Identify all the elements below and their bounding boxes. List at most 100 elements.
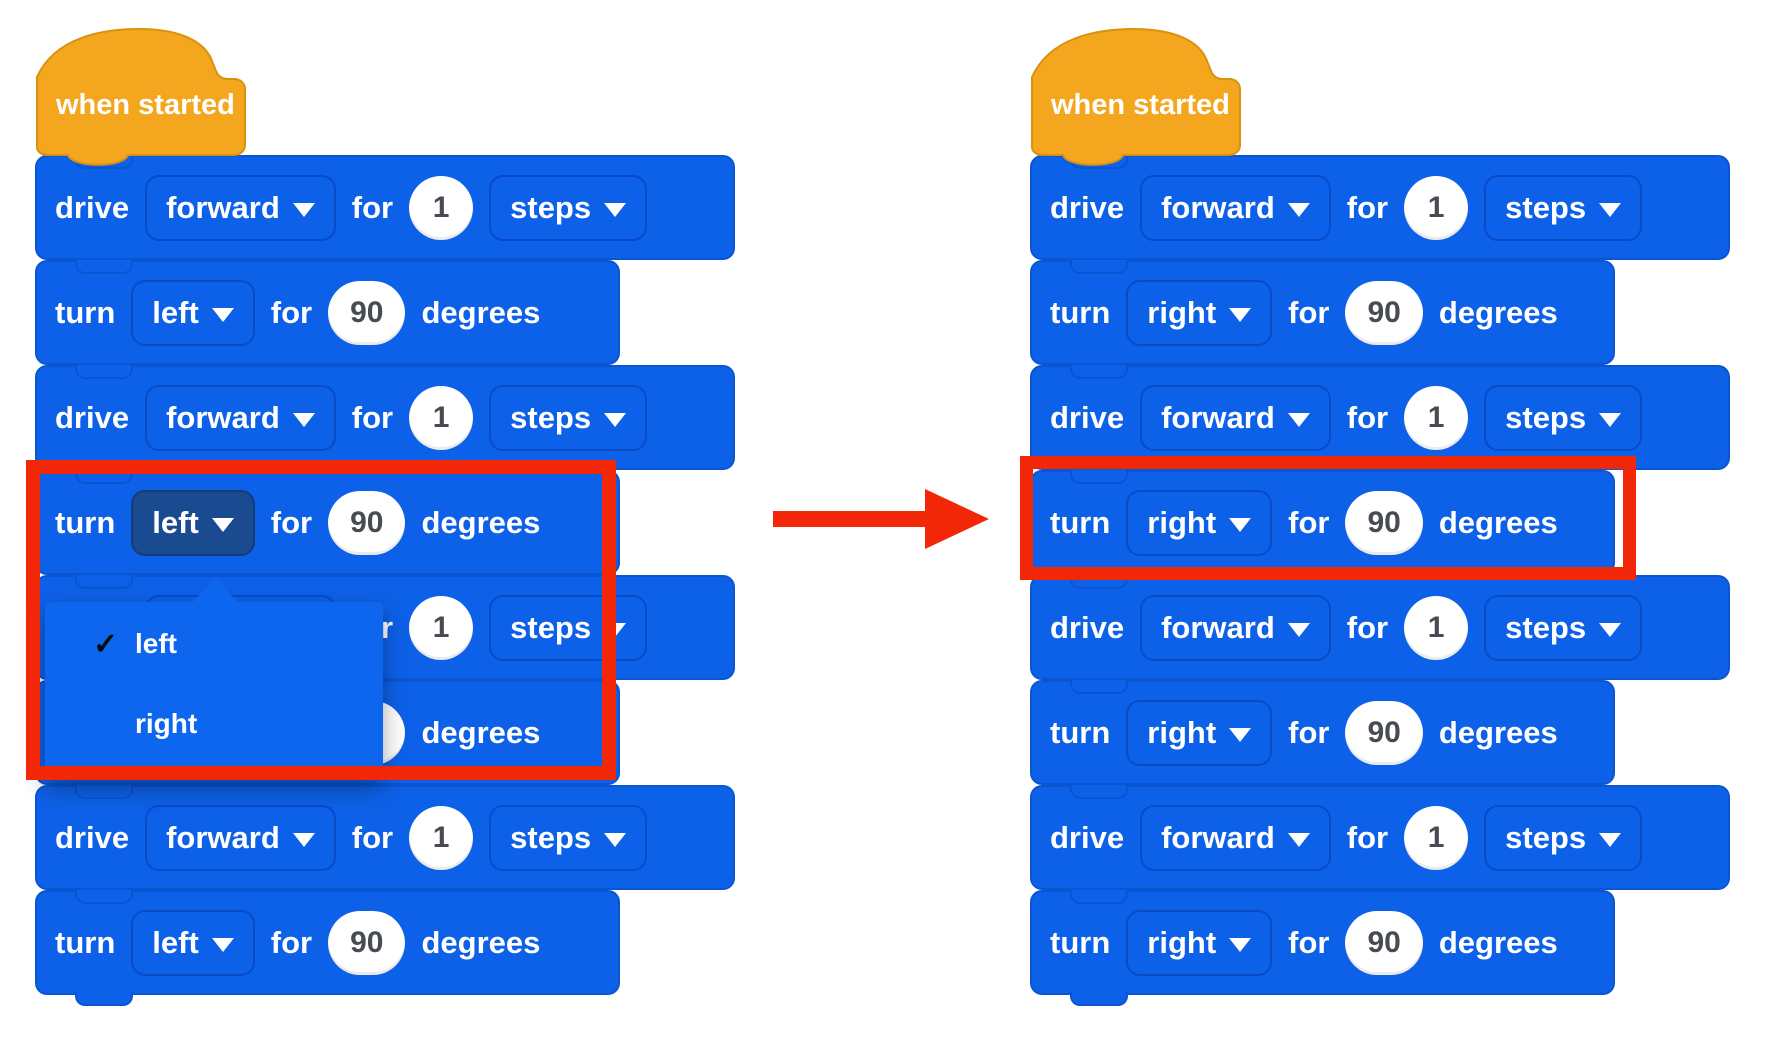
drive-label: drive <box>1050 609 1125 645</box>
drive-label: drive <box>1050 819 1125 855</box>
degrees-label: degrees <box>421 294 541 330</box>
direction-dropdown[interactable]: forward <box>145 174 336 241</box>
direction-dropdown-open[interactable]: left <box>131 489 255 556</box>
direction-value: forward <box>166 819 280 855</box>
chevron-down-icon <box>1287 832 1310 847</box>
turn-label: turn <box>1050 504 1111 540</box>
direction-dropdown[interactable]: forward <box>145 384 336 451</box>
turn-block-selected[interactable]: turn left for 90 degrees <box>35 470 620 575</box>
chevron-down-icon <box>211 937 234 952</box>
for-label: for <box>1346 609 1389 645</box>
direction-dropdown-menu: ✓ left right <box>45 578 383 778</box>
direction-dropdown[interactable]: forward <box>1140 804 1331 871</box>
direction-value: left <box>152 924 199 960</box>
direction-dropdown[interactable]: forward <box>1140 594 1331 661</box>
turn-label: turn <box>55 924 116 960</box>
value-pill[interactable]: 1 <box>409 385 474 450</box>
transformation-arrow-icon <box>773 489 989 549</box>
chevron-down-icon <box>211 307 234 322</box>
for-label: for <box>1346 819 1389 855</box>
unit-dropdown[interactable]: steps <box>1484 594 1643 661</box>
chevron-down-icon <box>1287 412 1310 427</box>
when-started-hat-block[interactable]: when started <box>35 27 247 169</box>
unit-dropdown[interactable]: steps <box>1484 384 1643 451</box>
drive-block[interactable]: drive forward for 1 steps <box>35 365 735 470</box>
degrees-label: degrees <box>421 714 541 750</box>
menu-item-label: right <box>135 708 198 739</box>
drive-block[interactable]: drive forward for 1 steps <box>1030 575 1730 680</box>
value-pill[interactable]: 90 <box>1345 490 1423 555</box>
chevron-down-icon <box>292 832 315 847</box>
chevron-down-icon <box>1599 202 1622 217</box>
direction-dropdown[interactable]: left <box>131 909 255 976</box>
hat-label: when started <box>56 89 235 121</box>
direction-value: right <box>1147 294 1217 330</box>
value-pill[interactable]: 90 <box>1345 700 1423 765</box>
turn-block[interactable]: turn right for 90 degrees <box>1030 890 1615 1006</box>
degrees-label: degrees <box>1438 504 1558 540</box>
direction-dropdown[interactable]: right <box>1126 489 1273 556</box>
drive-label: drive <box>1050 189 1125 225</box>
menu-item-right[interactable]: right <box>45 698 383 750</box>
drive-label: drive <box>55 189 130 225</box>
for-label: for <box>1346 189 1389 225</box>
drive-label: drive <box>55 399 130 435</box>
chevron-down-icon <box>1229 517 1252 532</box>
value-pill[interactable]: 90 <box>1345 280 1423 345</box>
value-pill[interactable]: 1 <box>1404 805 1469 870</box>
turn-block[interactable]: turn right for 90 degrees <box>1030 260 1615 365</box>
value-pill[interactable]: 1 <box>409 175 474 240</box>
chevron-down-icon <box>604 412 627 427</box>
drive-block[interactable]: drive forward for 1 steps <box>1030 155 1730 260</box>
degrees-label: degrees <box>1438 924 1558 960</box>
for-label: for <box>1346 399 1389 435</box>
direction-value: forward <box>1161 609 1275 645</box>
value-pill[interactable]: 1 <box>1404 385 1469 450</box>
direction-value: forward <box>166 189 280 225</box>
highlight-rectangle-left <box>26 460 616 780</box>
drive-label: drive <box>55 819 130 855</box>
drive-block[interactable]: drive forward for 1 steps <box>1030 785 1730 890</box>
turn-block[interactable]: turn left for 90 degrees <box>35 260 620 365</box>
turn-block-changed[interactable]: turn right for 90 degrees <box>1030 470 1615 575</box>
chevron-down-icon <box>1229 307 1252 322</box>
value-pill[interactable]: 90 <box>328 490 406 555</box>
value-pill[interactable]: 1 <box>409 805 474 870</box>
turn-label: turn <box>1050 924 1111 960</box>
turn-block[interactable]: turn left for 90 degrees <box>35 890 620 1006</box>
unit-value: steps <box>510 609 592 645</box>
unit-dropdown[interactable]: steps <box>489 174 648 241</box>
drive-block[interactable]: drive forward for 1 steps <box>35 155 735 260</box>
unit-dropdown[interactable]: steps <box>489 384 648 451</box>
hat-shape <box>36 28 246 166</box>
direction-dropdown[interactable]: forward <box>1140 174 1331 241</box>
turn-block[interactable]: turn right for 90 degrees <box>1030 680 1615 785</box>
value-pill[interactable]: 90 <box>328 910 406 975</box>
direction-dropdown[interactable]: forward <box>1140 384 1331 451</box>
direction-dropdown[interactable]: right <box>1126 279 1273 346</box>
unit-dropdown[interactable]: steps <box>489 804 648 871</box>
unit-dropdown[interactable]: steps <box>1484 174 1643 241</box>
value-pill[interactable]: 1 <box>409 595 474 660</box>
value-pill[interactable]: 90 <box>328 280 406 345</box>
menu-item-left[interactable]: ✓ left <box>45 618 383 670</box>
value-pill[interactable]: 1 <box>1404 595 1469 660</box>
for-label: for <box>351 189 394 225</box>
check-icon: ✓ <box>93 627 119 661</box>
drive-block[interactable]: drive forward for 1 steps <box>35 785 735 890</box>
drive-label: drive <box>1050 399 1125 435</box>
direction-dropdown[interactable]: left <box>131 279 255 346</box>
turn-label: turn <box>1050 294 1111 330</box>
chevron-down-icon <box>1599 832 1622 847</box>
value-pill[interactable]: 90 <box>1345 910 1423 975</box>
direction-dropdown[interactable]: forward <box>145 804 336 871</box>
drive-block[interactable]: drive forward for 1 steps <box>1030 365 1730 470</box>
direction-value: forward <box>166 399 280 435</box>
when-started-hat-block[interactable]: when started <box>1030 27 1242 169</box>
unit-dropdown[interactable]: steps <box>1484 804 1643 871</box>
direction-dropdown[interactable]: right <box>1126 909 1273 976</box>
chevron-down-icon <box>211 517 234 532</box>
degrees-label: degrees <box>1438 294 1558 330</box>
direction-dropdown[interactable]: right <box>1126 699 1273 766</box>
value-pill[interactable]: 1 <box>1404 175 1469 240</box>
